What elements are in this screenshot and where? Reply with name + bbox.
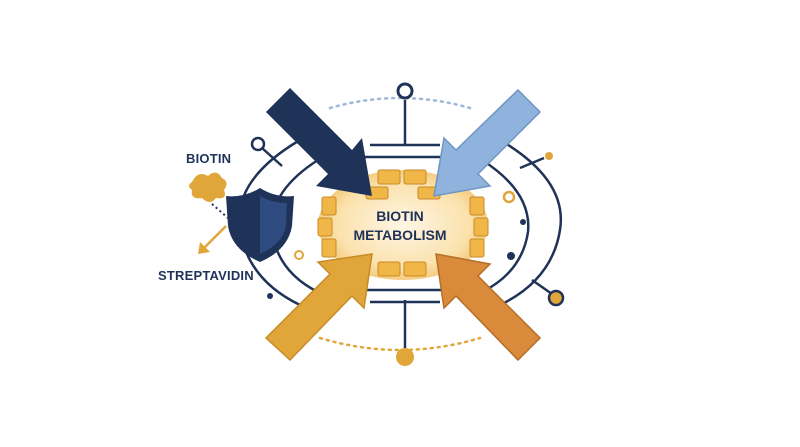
right-node-stem (519, 156, 545, 170)
pathway-arrow-icon-top-right (433, 88, 542, 197)
pathway-arrow-icon-bottom-right (435, 253, 542, 362)
right-bottom-node (547, 289, 565, 307)
brick-top-1 (377, 169, 401, 185)
biotin-blob-icon (189, 172, 227, 202)
dotted-arc-bottom (318, 336, 482, 352)
right-arc-inner (481, 158, 530, 294)
dotted-arc-top (328, 96, 472, 110)
left-top-node (250, 136, 266, 152)
pathway-arrow-icon-bottom-left (264, 253, 373, 362)
right-low-stem (531, 278, 553, 296)
left-low-ring (294, 250, 304, 260)
brick-top-2 (403, 169, 427, 185)
top-node (396, 82, 414, 100)
right-mid-ring (502, 190, 516, 204)
brick-bot-2 (403, 261, 427, 277)
right-low-dot (507, 252, 515, 260)
shield-icon-highlight (260, 196, 287, 254)
brick-right-1 (469, 196, 485, 216)
pathway-arrow-icon-top-left (266, 88, 372, 196)
streptavidin-label: STREPTAVIDIN (158, 268, 254, 283)
biotin-label: BIOTIN (186, 151, 232, 166)
left-low-dot (267, 293, 273, 299)
bottom-node (396, 348, 414, 366)
brick-left-2 (317, 217, 333, 237)
blob-connector (211, 203, 229, 219)
center-label-line1: BIOTIN (376, 208, 424, 224)
left-node-stem (261, 147, 283, 167)
brick-bot-1 (377, 261, 401, 277)
streptavidin-arrow-line (203, 225, 227, 249)
right-top-node (545, 152, 553, 160)
brick-right-3 (469, 238, 485, 258)
center-label: BIOTIN METABOLISM (345, 207, 455, 245)
brick-left-1 (321, 196, 337, 216)
core-ellipse (318, 170, 488, 280)
center-label-line2: METABOLISM (353, 227, 447, 243)
streptavidin-arrow-head (198, 242, 210, 254)
right-arc-outer (499, 138, 563, 307)
brick-left-3 (321, 238, 337, 258)
brick-right-2 (473, 217, 489, 237)
right-mid-dot (520, 219, 526, 225)
